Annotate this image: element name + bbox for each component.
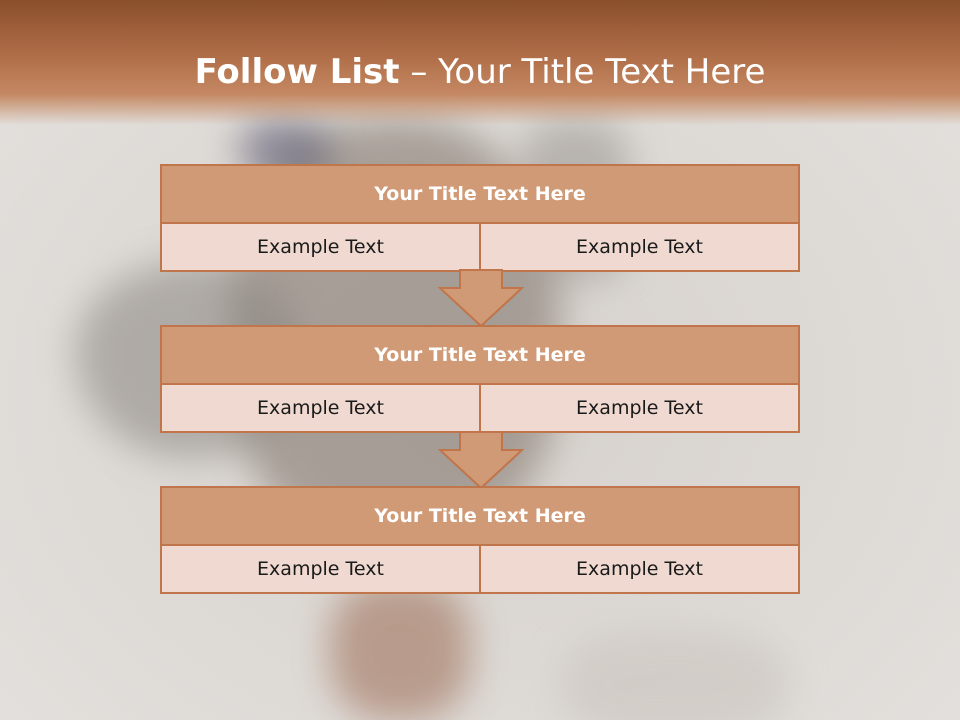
slide-title-rest: – Your Title Text Here xyxy=(410,52,766,92)
block-row: Example Text Example Text xyxy=(162,224,798,270)
block-cell-left: Example Text xyxy=(162,546,479,592)
block-title: Your Title Text Here xyxy=(162,488,798,546)
list-block-2[interactable]: Your Title Text Here Example Text Exampl… xyxy=(160,325,800,433)
block-row: Example Text Example Text xyxy=(162,546,798,592)
block-row: Example Text Example Text xyxy=(162,385,798,431)
block-title: Your Title Text Here xyxy=(162,327,798,385)
block-cell-right: Example Text xyxy=(479,546,798,592)
block-cell-left: Example Text xyxy=(162,224,479,270)
block-cell-right: Example Text xyxy=(479,224,798,270)
block-cell-left: Example Text xyxy=(162,385,479,431)
list-block-1[interactable]: Your Title Text Here Example Text Exampl… xyxy=(160,164,800,272)
down-arrow-icon xyxy=(438,431,524,490)
list-block-3[interactable]: Your Title Text Here Example Text Exampl… xyxy=(160,486,800,594)
title-banner xyxy=(0,0,960,125)
block-cell-right: Example Text xyxy=(479,385,798,431)
block-title: Your Title Text Here xyxy=(162,166,798,224)
slide-title[interactable]: Follow List – Your Title Text Here xyxy=(0,52,960,92)
slide-title-bold: Follow List xyxy=(194,52,400,92)
down-arrow-icon xyxy=(438,269,524,328)
